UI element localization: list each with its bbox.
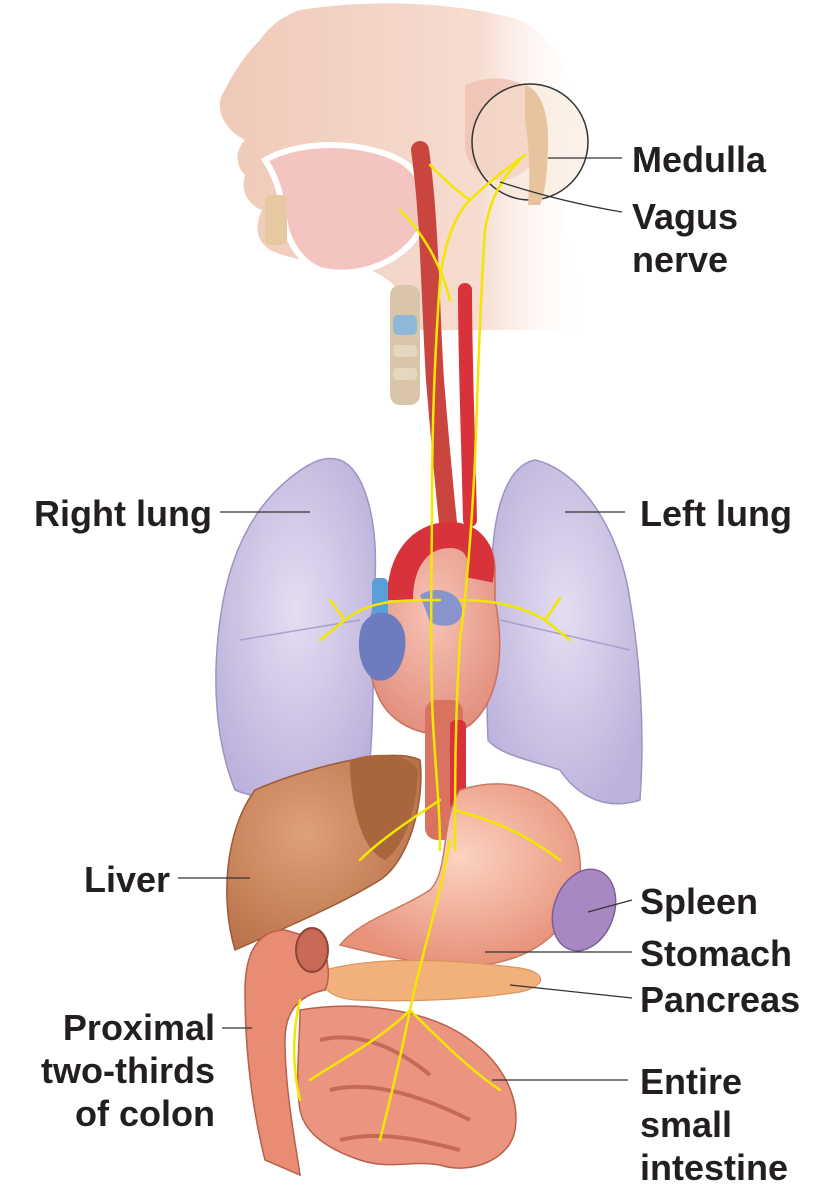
- label-spleen-text: Spleen: [640, 880, 758, 923]
- label-colon: Proximal two-thirds of colon: [10, 1006, 215, 1135]
- label-spleen: Spleen: [640, 880, 758, 923]
- label-stomach-text: Stomach: [640, 932, 792, 975]
- label-liver-text: Liver: [60, 858, 170, 901]
- chin-bone: [265, 195, 287, 245]
- leader-pancreas: [510, 985, 632, 998]
- trachea: [390, 285, 420, 405]
- label-left-lung-text: Left lung: [640, 492, 792, 535]
- label-right-lung-text: Right lung: [12, 492, 212, 535]
- label-stomach: Stomach: [640, 932, 792, 975]
- label-liver: Liver: [60, 858, 170, 901]
- label-vagus-line-2: nerve: [632, 238, 738, 281]
- label-right-lung: Right lung: [12, 492, 212, 535]
- pancreas: [322, 960, 541, 1000]
- label-colon-line-1: Proximal: [10, 1006, 215, 1049]
- label-small-intestine-line-1: Entire: [640, 1060, 788, 1103]
- label-vagus-nerve: Vagus nerve: [632, 195, 738, 281]
- label-colon-line-3: of colon: [10, 1092, 215, 1135]
- label-small-intestine: Entire small intestine: [640, 1060, 788, 1189]
- label-left-lung: Left lung: [640, 492, 792, 535]
- label-colon-line-2: two-thirds: [10, 1049, 215, 1092]
- label-small-intestine-line-3: intestine: [640, 1146, 788, 1189]
- label-medulla: Medulla: [632, 138, 766, 181]
- label-small-intestine-line-2: small: [640, 1103, 788, 1146]
- label-vagus-line-1: Vagus: [632, 195, 738, 238]
- right-lung: [216, 458, 376, 797]
- label-pancreas: Pancreas: [640, 978, 800, 1021]
- label-medulla-text: Medulla: [632, 138, 766, 181]
- label-pancreas-text: Pancreas: [640, 978, 800, 1021]
